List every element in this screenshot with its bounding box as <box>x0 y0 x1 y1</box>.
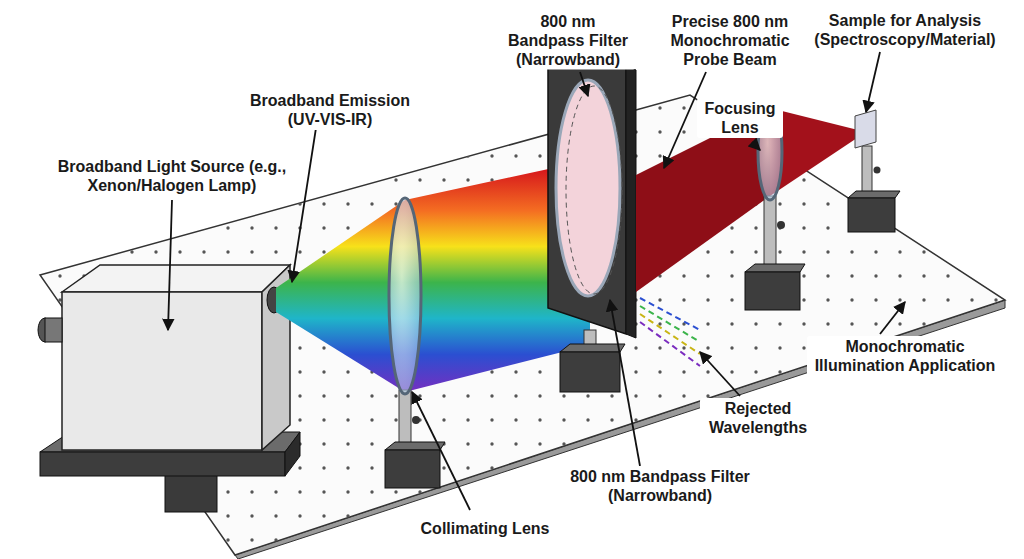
callout-label: Rejected Wavelengths <box>700 398 816 438</box>
callout-label: Broadband Emission (UV-VIS-IR) <box>242 90 418 130</box>
broadband-beam <box>276 160 590 392</box>
callout-label: Broadband Light Source (e.g., Xenon/Halo… <box>49 156 295 196</box>
sample-holder <box>848 110 900 232</box>
collimating-lens <box>385 198 445 488</box>
bandpass-filter <box>548 40 636 392</box>
rejected-wavelengths <box>640 298 700 366</box>
callout-label: Precise 800 nm Monochromatic Probe Beam <box>662 11 798 70</box>
callout-label: Monochromatic Illumination Application <box>807 336 1003 376</box>
leader-arrows <box>168 52 905 510</box>
callout-label: 800 nm Bandpass Filter (Narrowband) <box>557 466 763 506</box>
callout-label: Collimating Lens <box>402 518 568 539</box>
callout-label: Sample for Analysis (Spectroscopy/Materi… <box>802 10 1008 50</box>
callout-label: Focusing Lens <box>697 98 783 138</box>
callout-label: 800 nm Bandpass Filter (Narrowband) <box>500 11 636 70</box>
